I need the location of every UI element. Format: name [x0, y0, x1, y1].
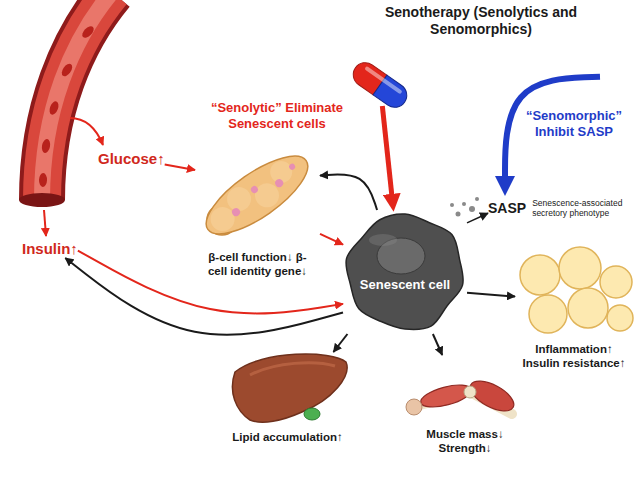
cell-membrane	[346, 214, 463, 329]
insulin-node: Insulin↑	[22, 240, 78, 258]
sasp-particles	[450, 197, 479, 217]
sasp-definition: Senescence-associated secretory phenotyp…	[532, 198, 632, 218]
liver-illustration	[232, 354, 347, 422]
effect-arrow	[467, 213, 488, 223]
cell-label: Senescent cell	[360, 277, 450, 293]
islet	[288, 163, 296, 171]
insulin-text: Insulin↑	[22, 240, 78, 258]
blood-cell	[39, 173, 47, 187]
liver-highlight	[250, 363, 335, 375]
figure-heading: Senotherapy (Senolytics and Senomorphics…	[366, 4, 596, 38]
pancreas-body	[195, 143, 319, 248]
fat-cell	[607, 305, 633, 331]
pill-icon	[349, 58, 412, 112]
cell-highlight	[369, 234, 397, 246]
pancreas-illustration	[195, 143, 319, 248]
blood-cell	[60, 62, 75, 78]
vessel-wall	[42, 0, 112, 200]
senotherapy-pill: Senotherapy (Senolytics and Senomorphics…	[348, 62, 600, 106]
effect-arrow	[320, 174, 377, 210]
islet	[274, 178, 285, 189]
muscle-illustration	[406, 375, 518, 417]
blood-cell	[41, 138, 51, 153]
liver-caption: Lipid accumulation↑	[227, 430, 349, 444]
elbow-joint	[464, 386, 476, 398]
pancreas-node: β-cell function↓ β-cell identity gene↓	[195, 138, 320, 278]
cell-outline	[343, 210, 467, 334]
adipose-node: Inflammation↑ Insulin resistance↑	[515, 250, 633, 370]
fat-cell	[600, 266, 632, 298]
vessel-lumen	[42, 0, 112, 200]
particle	[456, 212, 461, 217]
particle	[450, 203, 454, 207]
muscle-caption: Muscle mass↓ Strength↓	[415, 427, 515, 455]
pill-highlight	[364, 66, 402, 95]
adipose-illustration	[520, 247, 633, 333]
vessel-highlight	[42, 0, 112, 200]
islet	[230, 207, 241, 218]
blood-cell	[80, 24, 96, 40]
blood-cell	[48, 100, 60, 116]
fat-cell	[529, 295, 567, 333]
fat-cell	[568, 288, 608, 328]
particle	[475, 197, 479, 201]
vessel-arrow	[44, 210, 46, 236]
pancreas-caption: β-cell function↓ β-cell identity gene↓	[200, 250, 315, 278]
effect-arrow	[467, 293, 515, 297]
liver-shape	[232, 354, 347, 422]
glucose-node: Glucose↑	[98, 150, 165, 168]
hand	[406, 399, 422, 415]
pill-half-blue	[373, 75, 411, 112]
signal-arrow	[165, 164, 195, 170]
sasp-acronym: SASP	[488, 200, 526, 217]
vessel-arrow	[70, 118, 103, 145]
signal-arrow	[320, 234, 343, 245]
signal-arrow	[78, 251, 343, 314]
blood-vessel	[19, 0, 112, 207]
muscle-node: Muscle mass↓ Strength↓	[405, 355, 525, 455]
fat-cell	[559, 247, 601, 289]
fat-cell	[520, 255, 560, 295]
sasp-node: SASP Senescence-associated secretory phen…	[488, 194, 632, 222]
particle	[469, 206, 475, 212]
gallbladder	[304, 408, 320, 420]
senescent-cell: Senescent cell	[343, 210, 467, 334]
particle	[462, 202, 466, 206]
liver-node: Lipid accumulation↑	[225, 352, 350, 444]
effect-arrow	[333, 334, 347, 352]
effect-arrow	[433, 334, 442, 355]
senolytic-label: “Senolytic” Eliminate Senescent cells	[182, 100, 372, 132]
glucose-text: Glucose↑	[98, 150, 165, 168]
adipose-caption: Inflammation↑ Insulin resistance↑	[520, 342, 628, 370]
vessel-opening	[19, 193, 65, 207]
senolytic-arrow	[382, 106, 392, 204]
islet	[250, 185, 260, 195]
senomorphic-label: “Senomorphic” Inhibit SASP	[515, 108, 633, 140]
